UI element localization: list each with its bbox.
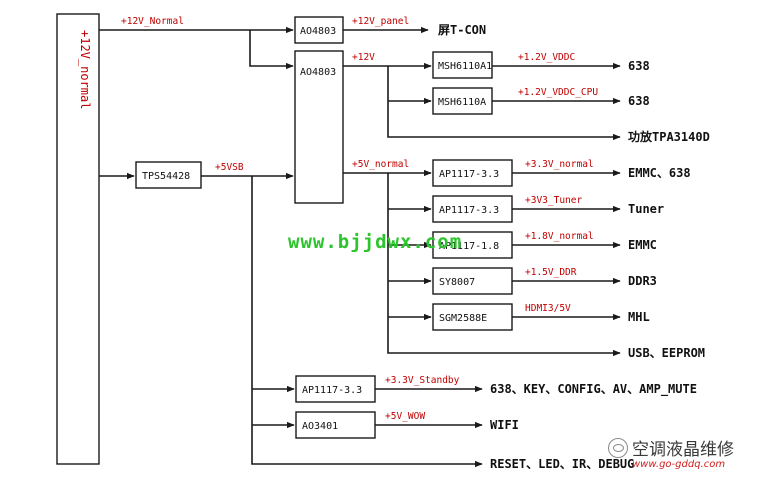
ap1117-18-label: AP1117-1.8 — [439, 241, 499, 252]
ap1117-33-label: AP1117-3.3 — [439, 169, 499, 180]
rail-5v-wow: +5V_WOW — [385, 411, 425, 422]
msh6110a1-box — [432, 51, 493, 79]
tps54428-label: TPS54428 — [142, 171, 190, 182]
sgm2588e-box — [432, 303, 513, 331]
ap1117-33-tuner-box — [432, 195, 513, 223]
ap1117-33-standby-box — [295, 375, 376, 403]
brand-url: www.go-gddq.com — [632, 459, 726, 470]
main-12v-bar — [56, 13, 100, 465]
watermark-text: www.bjjdwx.com — [288, 231, 462, 253]
sy8007-box — [432, 267, 513, 295]
dest-amp: 功放TPA3140D — [628, 129, 710, 144]
ao4803-main-box — [294, 50, 344, 204]
rail-5v-normal: +5V_normal — [352, 159, 409, 170]
rail-3v3-tuner: +3V3_Tuner — [525, 195, 582, 206]
tps54428-box — [135, 161, 202, 189]
ao4803-main-label: AO4803 — [300, 67, 336, 78]
rail-hdmi: HDMI3/5V — [525, 303, 571, 314]
ao3401-label: AO3401 — [302, 421, 338, 432]
dest-emmc: EMMC — [628, 238, 657, 252]
rail-12v-vddc: +1.2V_VDDC — [518, 52, 575, 63]
dest-reset: RESET、LED、IR、DEBUG — [490, 457, 634, 471]
dest-ddr3: DDR3 — [628, 274, 657, 288]
ao4803-panel-box — [294, 16, 344, 44]
dest-tcon: 屏T-CON — [437, 23, 486, 37]
rail-33v-normal: +3.3V_normal — [525, 159, 594, 170]
brand-watermark: 空调液晶维修 www.go-gddq.com — [602, 432, 762, 476]
rail-12v-panel: +12V_panel — [352, 16, 409, 27]
msh6110a-label: MSH6110A — [438, 97, 486, 108]
dest-638-a: 638 — [628, 59, 650, 73]
rail-12v-vddc-cpu: +1.2V_VDDC_CPU — [518, 87, 598, 98]
rail-18v-normal: +1.8V_normal — [525, 231, 594, 242]
rail-12v: +12V — [352, 52, 375, 63]
dest-mhl: MHL — [628, 310, 650, 324]
sgm2588e-label: SGM2588E — [439, 313, 487, 324]
ap1117-33-tuner-label: AP1117-3.3 — [439, 205, 499, 216]
msh6110a-box — [432, 87, 493, 115]
msh6110a1-label: MSH6110A1 — [438, 61, 492, 72]
rail-15v-ddr: +1.5V_DDR — [525, 267, 577, 278]
sy8007-label: SY8007 — [439, 277, 475, 288]
wechat-icon — [608, 438, 628, 458]
ap1117-33-box — [432, 159, 513, 187]
rail-33v-standby: +3.3V_Standby — [385, 375, 460, 386]
dest-wifi: WIFI — [490, 418, 519, 432]
ap1117-18-box — [432, 231, 513, 259]
rail-5vsb: +5VSB — [215, 162, 244, 173]
ao3401-box — [295, 411, 376, 439]
brand-name: 空调液晶维修 — [632, 440, 734, 460]
dest-638-b: 638 — [628, 94, 650, 108]
ao4803-panel-label: AO4803 — [300, 26, 336, 37]
wires — [99, 26, 621, 468]
ap1117-33-standby-label: AP1117-3.3 — [302, 385, 362, 396]
dest-tuner: Tuner — [628, 202, 664, 216]
rail-12v-normal: +12V_Normal — [121, 16, 184, 27]
dest-standby: 638、KEY、CONFIG、AV、AMP_MUTE — [490, 382, 697, 397]
dest-usb: USB、EEPROM — [628, 346, 705, 360]
dest-emmc-638: EMMC、638 — [628, 166, 691, 180]
main-12v-label: +12V_normal — [78, 30, 92, 109]
